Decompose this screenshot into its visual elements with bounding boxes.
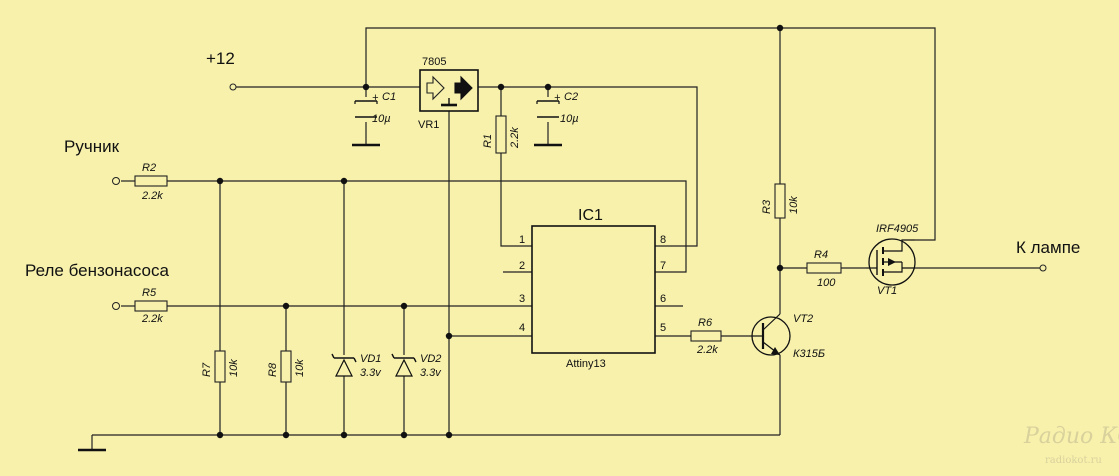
- r8-ref: R8: [267, 362, 279, 377]
- watermark: Радио КОТ radiokot.ru: [1023, 424, 1119, 466]
- ic1-pin-7: 7: [660, 260, 666, 272]
- lamp-terminal: [1039, 264, 1047, 272]
- r1-ref: R1: [482, 134, 494, 148]
- resistor-r2: R2 2.2k: [134, 162, 168, 202]
- vd2-ref: VD2: [420, 353, 441, 365]
- vt1-part: IRF4905: [876, 223, 919, 235]
- resistor-r5: R5 2.2k: [134, 287, 168, 325]
- r3-value: 10k: [788, 196, 800, 214]
- r2-value: 2.2k: [141, 190, 163, 202]
- r6-value: 2.2k: [696, 344, 718, 356]
- c1-ref: C1: [382, 91, 396, 103]
- r1-value: 2.2k: [509, 127, 521, 149]
- ground-symbols: [78, 143, 562, 452]
- pump-relay-terminal: [112, 302, 120, 310]
- c2-polarity: +: [554, 92, 561, 104]
- regulator-ref: VR1: [418, 119, 439, 131]
- vt2-part: К315Б: [793, 348, 825, 360]
- terminals: [112, 83, 1047, 310]
- handbrake-terminal: [112, 177, 120, 185]
- ic1-ref: IC1: [578, 207, 603, 224]
- voltage-regulator: 7805 VR1: [418, 56, 479, 131]
- supply-terminal: [229, 83, 237, 91]
- ic1-pin-6: 6: [660, 293, 666, 305]
- r7-ref: R7: [201, 362, 213, 377]
- handbrake-label: Ручник: [64, 137, 120, 156]
- r5-ref: R5: [142, 287, 157, 299]
- ic1-pin-2: 2: [519, 260, 525, 272]
- zener-diode-vd1: VD1 3.3v: [331, 353, 382, 379]
- mosfet-vt1: IRF4905 VT1: [866, 223, 919, 297]
- r7-value: 10k: [228, 359, 240, 377]
- regulator-part: 7805: [422, 56, 446, 68]
- resistor-r1: R1 2.2k: [482, 115, 521, 154]
- ic1-part: Attiny13: [566, 358, 606, 370]
- microcontroller-ic1: IC1 Attiny13 1 2 3 4 8 7 6 5: [519, 207, 666, 370]
- watermark-brand: Радио КОТ: [1023, 424, 1119, 449]
- wires: [91, 27, 1040, 449]
- vd2-value: 3.3v: [420, 367, 442, 379]
- ic1-pin-8: 8: [660, 234, 666, 246]
- r6-ref: R6: [698, 317, 713, 329]
- watermark-site: radiokot.ru: [1045, 455, 1102, 466]
- r3-ref: R3: [761, 199, 773, 214]
- vd1-value: 3.3v: [360, 367, 382, 379]
- resistor-r6: R6 2.2k: [690, 317, 722, 356]
- r5-value: 2.2k: [141, 313, 163, 325]
- ic1-pin-5: 5: [660, 322, 666, 334]
- r4-ref: R4: [814, 249, 828, 261]
- resistor-r3: R3 10k: [761, 183, 800, 219]
- vt1-ref: VT1: [877, 285, 897, 297]
- resistor-r4: R4 100: [806, 249, 842, 289]
- pump-relay-label: Реле бензонасоса: [25, 261, 170, 280]
- ic1-pin-4: 4: [519, 322, 525, 334]
- npn-transistor-vt2: VT2 К315Б: [751, 313, 825, 360]
- r2-ref: R2: [142, 162, 156, 174]
- capacitor-c1: + C1 10µ: [354, 91, 396, 125]
- c1-polarity: +: [372, 92, 379, 104]
- capacitor-c2: + C2 10µ: [536, 91, 579, 125]
- junctions: [216, 24, 784, 439]
- resistor-r8: R8 10k: [267, 350, 306, 383]
- vt2-ref: VT2: [793, 313, 813, 325]
- ic1-pin-3: 3: [519, 293, 525, 305]
- r8-value: 10k: [294, 359, 306, 377]
- c2-ref: C2: [564, 91, 578, 103]
- r4-value: 100: [817, 277, 836, 289]
- supply-label: +12: [206, 49, 235, 68]
- ic1-pin-1: 1: [519, 234, 525, 246]
- c1-value: 10µ: [372, 113, 391, 125]
- vd1-ref: VD1: [360, 353, 381, 365]
- c2-value: 10µ: [560, 113, 579, 125]
- resistor-r7: R7 10k: [201, 350, 240, 383]
- zener-diode-vd2: VD2 3.3v: [391, 353, 442, 379]
- lamp-label: К лампе: [1016, 238, 1080, 257]
